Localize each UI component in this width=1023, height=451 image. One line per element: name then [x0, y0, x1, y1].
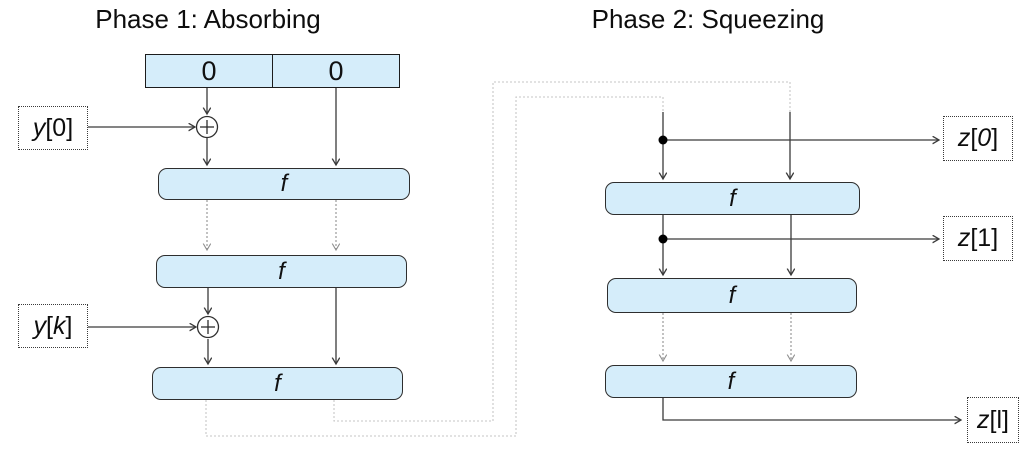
- feedback-capacity-wire: [333, 81, 791, 422]
- squeeze-round2-box: f: [607, 278, 857, 313]
- state-cell-rate: 0: [146, 55, 273, 87]
- initial-state-register: 0 0: [145, 54, 400, 88]
- output-zl-box: z[l]: [967, 397, 1019, 443]
- xor2-icon: [196, 315, 220, 339]
- junction-dot-z1: [658, 234, 668, 244]
- feedback-rate-wire: [205, 96, 664, 437]
- absorbing-ellipsis-arrows: [207, 200, 336, 250]
- phase2-title: Phase 2: Squeezing: [591, 4, 825, 34]
- wire-to-zl: [662, 398, 961, 420]
- squeeze-round3-box: f: [605, 365, 857, 398]
- squeezing-ellipsis-arrows: [663, 313, 791, 361]
- junction-dot-z0: [658, 135, 668, 145]
- absorb-round2-box: f: [156, 255, 407, 288]
- input-y0-box: y[0]: [18, 106, 88, 150]
- squeezing-connectors: [663, 112, 961, 420]
- squeeze-round1-box: f: [605, 182, 860, 215]
- output-z0-box: z[0]: [943, 116, 1013, 161]
- absorb-round3-box: f: [152, 367, 403, 400]
- absorb-round1-box: f: [158, 168, 410, 200]
- phase1-title: Phase 1: Absorbing: [95, 4, 321, 34]
- absorbing-connectors: [88, 88, 336, 364]
- xor1-icon: [195, 115, 219, 139]
- input-yk-box: y[k]: [18, 304, 88, 348]
- output-z1-box: z[1]: [943, 216, 1013, 261]
- state-cell-capacity: 0: [328, 55, 344, 86]
